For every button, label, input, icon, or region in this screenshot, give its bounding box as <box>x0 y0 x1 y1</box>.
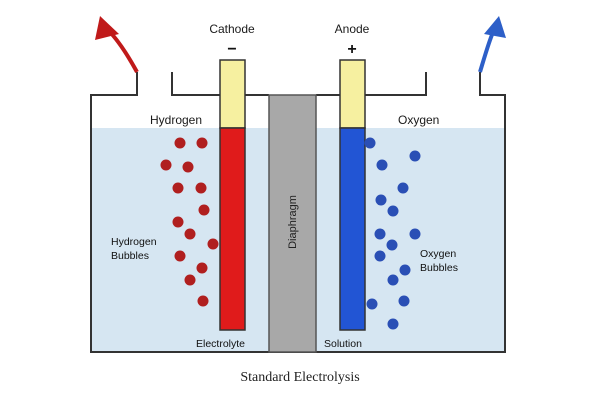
hydrogen-bubble <box>196 137 208 149</box>
oxygen-bubble <box>409 228 421 240</box>
oxygen-bubble <box>387 205 399 217</box>
hydrogen-bubbles-label-line2: Bubbles <box>111 250 149 262</box>
solution-label: Solution <box>324 338 362 350</box>
hydrogen-bubble <box>160 159 172 171</box>
hydrogen-bubble <box>174 250 186 262</box>
anode-label: Anode <box>335 22 370 36</box>
anode-electrode <box>339 59 366 331</box>
hydrogen-bubble <box>196 262 208 274</box>
hydrogen-arrow-head <box>95 16 119 40</box>
figure-caption: Standard Electrolysis <box>240 370 360 385</box>
oxygen-bubble <box>387 274 399 286</box>
hydrogen-bubbles <box>160 137 219 307</box>
oxygen-bubble <box>376 159 388 171</box>
oxygen-bubble <box>386 239 398 251</box>
oxygen-bubble <box>398 295 410 307</box>
oxygen-bubbles-label-line1: Oxygen <box>420 248 456 260</box>
cathode-electrode <box>219 59 246 331</box>
hydrogen-bubble <box>184 274 196 286</box>
hydrogen-outflow-arrow <box>106 28 139 73</box>
oxygen-bubble <box>374 250 386 262</box>
oxygen-arrow-head <box>484 16 506 38</box>
hydrogen-gas-label: Hydrogen <box>150 113 202 127</box>
hydrogen-bubble <box>197 295 209 307</box>
electrolyte-label: Electrolyte <box>196 338 245 350</box>
electrolysis-diagram: Diaphragm <box>90 16 506 353</box>
hydrogen-bubble <box>182 161 194 173</box>
cathode-label: Cathode <box>209 22 255 36</box>
oxygen-bubble <box>364 137 376 149</box>
oxygen-bubble <box>399 264 411 276</box>
oxygen-gas-label: Oxygen <box>398 113 439 127</box>
oxygen-bubble <box>397 182 409 194</box>
cathode-sign: − <box>227 41 236 58</box>
hydrogen-bubble <box>207 238 219 250</box>
oxygen-bubble <box>375 194 387 206</box>
hydrogen-bubbles-label-line1: Hydrogen <box>111 236 157 248</box>
oxygen-bubbles-label-line2: Bubbles <box>420 262 458 274</box>
oxygen-bubble <box>409 150 421 162</box>
oxygen-bubble <box>387 318 399 330</box>
oxygen-bubble <box>366 298 378 310</box>
oxygen-bubble <box>374 228 386 240</box>
diaphragm <box>268 94 317 353</box>
diaphragm-label: Diaphragm <box>287 195 299 249</box>
hydrogen-bubble <box>195 182 207 194</box>
hydrogen-bubble <box>198 204 210 216</box>
anode-sign: + <box>347 41 356 58</box>
hydrogen-bubble <box>184 228 196 240</box>
hydrogen-bubble <box>172 182 184 194</box>
hydrogen-bubble <box>174 137 186 149</box>
oxygen-outflow-arrow <box>478 29 496 73</box>
hydrogen-bubble <box>172 216 184 228</box>
oxygen-bubbles <box>364 137 421 330</box>
